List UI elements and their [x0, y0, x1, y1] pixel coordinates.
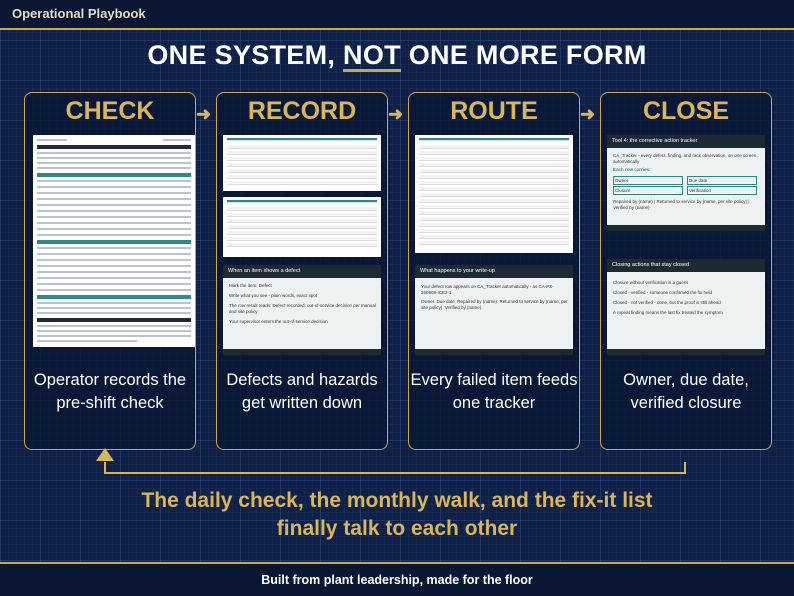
step-card-route: ROUTE What happens to your write-up Your… — [408, 92, 580, 450]
arrow-right-icon: ➜ — [580, 104, 596, 124]
cell-due-date: Due date — [687, 176, 757, 185]
step-label: RECORD — [247, 97, 357, 125]
arrow-right-icon: ➜ — [196, 104, 212, 124]
slide-line: Your defect row appears on CA_Tracker au… — [421, 284, 554, 295]
step-label: CLOSE — [642, 97, 730, 125]
slide-title: Tool 4: the corrective action tracker — [607, 135, 765, 148]
hazard-table-thumbnail — [223, 197, 381, 257]
slide-line: Closed - not verified - done, but the pr… — [613, 300, 721, 305]
slide-foot: Repaired by (name) | Returned to service… — [613, 199, 750, 210]
slide-line: Closed - verified - someone confirmed th… — [613, 290, 713, 295]
slide-line: Owner. Due date. Repaired by (name). Ret… — [421, 299, 568, 310]
slide-title: Closing actions that stay closed — [607, 259, 765, 272]
checklist-document-image — [33, 135, 195, 347]
step-label: ROUTE — [450, 97, 538, 125]
tagline-line-1: The daily check, the monthly walk, and t… — [141, 489, 653, 512]
feedback-loop-line — [104, 462, 686, 474]
step-card-close: CLOSE Tool 4: the corrective action trac… — [600, 92, 772, 450]
step-caption: Operator records the pre-shift check — [33, 371, 187, 412]
slide-title: When an item shows a defect — [223, 265, 381, 278]
loop-arrowhead-icon — [96, 448, 114, 461]
headline-underlined: NOT — [343, 40, 401, 70]
headline-part-1: ONE SYSTEM, — [147, 40, 344, 70]
route-thumbnails: What happens to your write-up Your defec… — [415, 135, 573, 441]
slide-line: Closure without verification is a guess — [613, 280, 689, 285]
close-thumbnails: Tool 4: the corrective action tracker CA… — [607, 135, 765, 441]
closing-slide-thumbnail: Closing actions that stay closed Closure… — [607, 259, 765, 355]
header-title: Operational Playbook — [12, 6, 146, 21]
slide-line: A repeat finding means the last fix trea… — [613, 310, 723, 315]
step-label: CHECK — [65, 97, 155, 125]
checklist-thumbnail — [31, 135, 195, 441]
slide-bullet: Mark the item: Defect — [229, 283, 272, 288]
step-card-record: RECORD When an item shows a defect Mark … — [216, 92, 388, 450]
step-caption: Every failed item feeds one tracker — [410, 371, 578, 412]
step-caption: Defects and hazards get written down — [226, 371, 378, 412]
slide-intro: CA_Tracker - every defect, finding, and … — [613, 153, 758, 164]
step-card-check: CHECK — [24, 92, 196, 450]
defect-slide-thumbnail: When an item shows a defect Mark the ite… — [223, 265, 381, 355]
arrow-right-icon: ➜ — [388, 104, 404, 124]
cell-owner: Owner — [613, 176, 683, 185]
tracker-slide-thumbnail: Tool 4: the corrective action tracker CA… — [607, 135, 765, 231]
defect-table-thumbnail — [223, 135, 381, 191]
slide-title: What happens to your write-up — [415, 265, 573, 278]
tagline-line-2: finally talk to each other — [276, 517, 518, 540]
record-thumbnails: When an item shows a defect Mark the ite… — [223, 135, 381, 441]
step-caption: Owner, due date, verified closure — [623, 371, 749, 412]
tracker-table-thumbnail — [415, 135, 573, 253]
top-bar: Operational Playbook — [0, 0, 794, 30]
cell-verification: Verification — [687, 186, 757, 195]
slide-bullet: Your supervisor enters the out-of-servic… — [229, 319, 328, 324]
headline-part-2: ONE MORE FORM — [400, 40, 647, 70]
tagline: The daily check, the monthly walk, and t… — [0, 487, 794, 543]
cell-closure: Closure — [613, 186, 683, 195]
headline: ONE SYSTEM, NOT ONE MORE FORM — [0, 40, 794, 71]
footer-bar: Built from plant leadership, made for th… — [0, 562, 794, 596]
slide-subhead: Each row carries: — [613, 167, 651, 172]
writeup-slide-thumbnail: What happens to your write-up Your defec… — [415, 265, 573, 355]
footer-text: Built from plant leadership, made for th… — [261, 573, 533, 587]
slide-bullet: The row result reads: Defect recorded: o… — [229, 303, 376, 314]
slide-bullet: Write what you see - plain words, exact … — [229, 293, 317, 298]
